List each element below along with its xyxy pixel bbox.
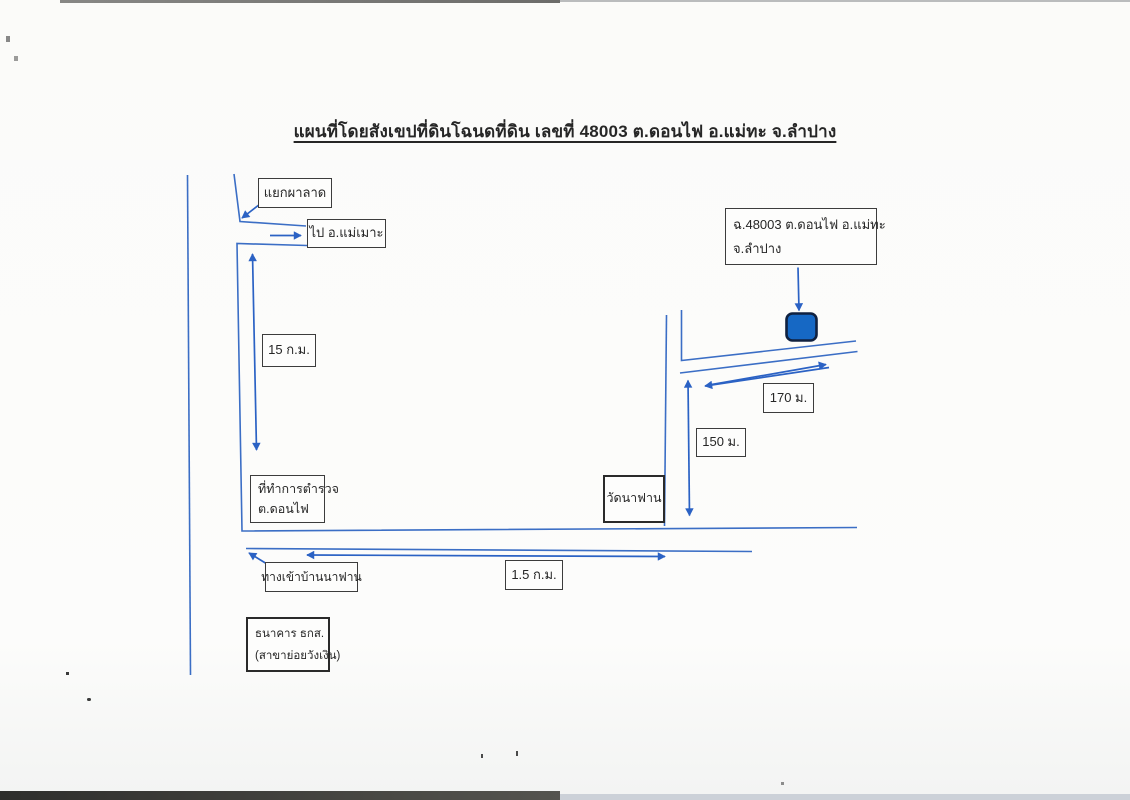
label-box-junction: แยกผาลาด <box>258 178 332 208</box>
arrow-distance-15km <box>248 253 261 451</box>
label-box-distance-1-5km: 1.5 ก.ม. <box>505 560 563 590</box>
road-vertical-right-edge-and-slant <box>680 310 857 362</box>
arrow-170m-left <box>704 366 830 390</box>
road-lines <box>186 173 858 676</box>
distance-170m-label: 170 ม. <box>769 389 808 405</box>
arrow-distance-1-5km <box>306 550 666 561</box>
label-box-to-maemoh: ไป อ.แม่เมาะ <box>307 219 386 248</box>
temple-label: วัดนาฟาน <box>606 491 662 506</box>
arrow-170m-right <box>705 361 827 387</box>
road-lower-edge <box>245 547 753 553</box>
distance-1-5km-label: 1.5 ก.ม. <box>511 566 557 582</box>
deed-label-line2: จ.ลำปาง <box>733 240 782 256</box>
police-label-line1: ที่ทำการตำรวจ <box>258 482 339 496</box>
label-box-bank: ธนาคาร ธกส. (สาขาย่อยวังเงิน) <box>246 617 340 672</box>
police-label-line2: ต.ดอนไฟ <box>258 502 309 516</box>
page-title: แผนที่โดยสังเขปที่ดินโฉนดที่ดิน เลขที่ 4… <box>293 122 837 141</box>
road-slant-lower-edge <box>679 350 858 374</box>
distance-15km-label: 15 ก.ม. <box>268 342 310 358</box>
label-box-distance-150m: 150 ม. <box>696 428 746 457</box>
distance-150m-label: 150 ม. <box>702 434 740 450</box>
label-box-deed: ฉ.48003 ต.ดอนไฟ อ.แม่ทะ จ.ลำปาง <box>725 208 886 265</box>
map-arrows <box>241 200 830 565</box>
deed-label-line1: ฉ.48003 ต.ดอนไฟ อ.แม่ทะ <box>733 216 886 232</box>
bank-label-line2: (สาขาย่อยวังเงิน) <box>255 649 341 662</box>
label-box-temple: วัดนาฟาน <box>603 475 665 523</box>
land-parcel-marker <box>785 312 818 342</box>
road-far-left-vertical <box>186 174 192 676</box>
road-main-l-shape <box>236 242 858 532</box>
arrow-entrance-pointer <box>248 552 268 565</box>
arrow-distance-150m <box>683 379 694 517</box>
label-box-distance-170m: 170 ม. <box>763 383 814 413</box>
to-maemoh-label: ไป อ.แม่เมาะ <box>309 225 384 241</box>
bank-label-line1: ธนาคาร ธกส. <box>255 627 325 640</box>
label-box-distance-15km: 15 ก.ม. <box>262 334 316 367</box>
arrow-deed-to-parcel <box>794 267 804 312</box>
label-box-police-station: ที่ทำการตำรวจ ต.ดอนไฟ <box>250 475 339 523</box>
label-box-village-entrance: ทางเข้าบ้านนาฟาน <box>261 562 362 592</box>
junction-label: แยกผาลาด <box>263 184 327 200</box>
village-entrance-label: ทางเข้าบ้านนาฟาน <box>261 569 362 584</box>
road-upper-corner-to-maemoh <box>233 173 307 227</box>
